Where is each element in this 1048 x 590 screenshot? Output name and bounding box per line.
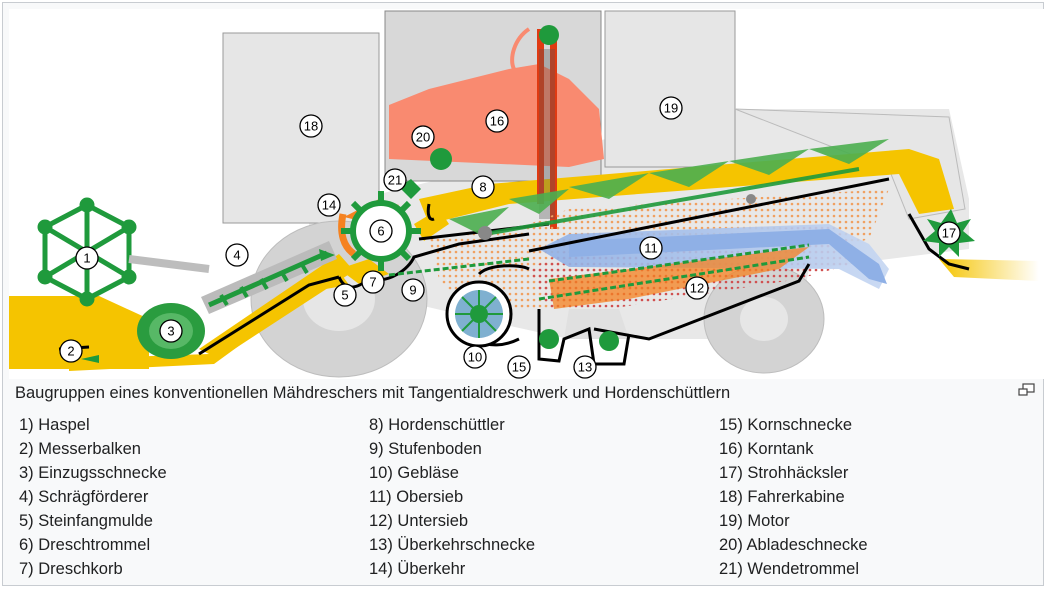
callout-6: 6 xyxy=(369,219,393,243)
callout-label: 7 xyxy=(369,275,376,290)
fan[interactable] xyxy=(445,280,513,348)
callout-11: 11 xyxy=(639,236,663,260)
legend-column-2: 8) Hordenschüttler 9) Stufenboden 10) Gebl… xyxy=(369,413,535,581)
reel[interactable] xyxy=(37,197,210,307)
callout-label: 8 xyxy=(479,180,486,195)
callout-1: 1 xyxy=(75,246,99,270)
step-floor xyxy=(388,243,810,301)
callout-16: 16 xyxy=(485,109,509,133)
callout-label: 11 xyxy=(644,241,658,256)
callout-label: 17 xyxy=(942,226,956,241)
callout-10: 10 xyxy=(463,345,487,369)
callout-4: 4 xyxy=(225,243,249,267)
legend-item: 3) Einzugsschnecke xyxy=(19,464,167,482)
legend-item: 21) Wendetrommel xyxy=(719,560,860,578)
small-augers[interactable] xyxy=(430,25,756,351)
callout-label: 2 xyxy=(67,344,74,359)
callout-label: 6 xyxy=(377,224,384,239)
callout-label: 5 xyxy=(341,288,348,303)
legend-item: 16) Korntank xyxy=(719,440,814,458)
feeder-house[interactable] xyxy=(201,241,337,314)
legend-item: 12) Untersieb xyxy=(369,512,469,530)
legend-item: 14) Überkehr xyxy=(369,560,466,578)
legend-column-3: 15) Kornschnecke 16) Korntank 17) Strohhäc… xyxy=(719,413,868,581)
callout-21: 21 xyxy=(383,168,407,192)
callout-9: 9 xyxy=(401,278,425,302)
legend-item: 5) Steinfangmulde xyxy=(19,512,153,530)
legend-item: 4) Schrägförderer xyxy=(19,488,149,506)
legend-item: 6) Dreschtrommel xyxy=(19,536,151,554)
figure-caption: Baugruppen eines konventionellen Mähdres… xyxy=(15,384,731,402)
legend-item: 7) Dreschkorb xyxy=(19,560,123,578)
magnify-icon[interactable] xyxy=(1018,383,1036,397)
callout-label: 4 xyxy=(233,248,240,263)
callout-17: 17 xyxy=(937,221,961,245)
callout-18: 18 xyxy=(299,114,323,138)
callout-7: 7 xyxy=(361,270,385,294)
callout-label: 16 xyxy=(490,114,504,129)
callout-5: 5 xyxy=(333,283,357,307)
callout-label: 20 xyxy=(416,130,430,145)
callout-8: 8 xyxy=(471,175,495,199)
callout-3: 3 xyxy=(159,319,183,343)
legend-item: 10) Gebläse xyxy=(369,464,459,482)
legend-item: 19) Motor xyxy=(719,512,790,530)
legend-item: 2) Messerbalken xyxy=(19,440,141,458)
callout-20: 20 xyxy=(411,125,435,149)
callout-12: 12 xyxy=(685,276,709,300)
callout-15: 15 xyxy=(507,355,531,379)
threshing-drum[interactable] xyxy=(341,191,421,271)
callout-19: 19 xyxy=(659,96,683,120)
legend-item: 9) Stufenboden xyxy=(369,440,482,458)
callout-label: 15 xyxy=(512,360,526,375)
legend-item: 11) Obersieb xyxy=(369,488,464,506)
legend-item: 18) Fahrerkabine xyxy=(719,488,845,506)
callout-14: 14 xyxy=(317,193,341,217)
callout-13: 13 xyxy=(573,355,597,379)
legend-column-1: 1) Haspel 2) Messerbalken 3) Einzugsschnec… xyxy=(19,413,167,581)
legend-item: 17) Strohhäcksler xyxy=(719,464,849,482)
legend-item: 8) Hordenschüttler xyxy=(369,416,505,434)
knife-bar[interactable] xyxy=(81,355,99,363)
legend-item: 1) Haspel xyxy=(19,416,90,434)
callout-label: 18 xyxy=(304,119,318,134)
callout-label: 13 xyxy=(578,360,592,375)
callout-label: 1 xyxy=(83,251,90,266)
legend-item: 15) Kornschnecke xyxy=(719,416,852,434)
callout-label: 19 xyxy=(664,101,678,116)
callout-2: 2 xyxy=(59,339,83,363)
straw-walkers[interactable] xyxy=(449,139,889,237)
callout-label: 10 xyxy=(468,350,482,365)
callout-label: 12 xyxy=(690,281,704,296)
callout-label: 9 xyxy=(409,283,416,298)
callout-label: 3 xyxy=(167,324,174,339)
legend-item: 13) Überkehrschnecke xyxy=(369,536,535,554)
callout-label: 14 xyxy=(322,198,336,213)
legend-item: 20) Abladeschnecke xyxy=(719,536,868,554)
callout-label: 21 xyxy=(388,173,402,188)
